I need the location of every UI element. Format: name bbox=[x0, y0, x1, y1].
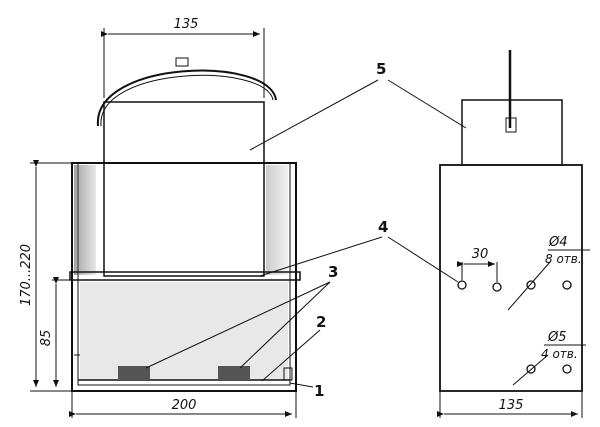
vent-hole bbox=[562, 364, 572, 374]
side-lug bbox=[283, 367, 293, 381]
side-pot bbox=[461, 99, 563, 166]
cooking-pot bbox=[103, 101, 265, 277]
upper-hole-count: 8 отв. bbox=[545, 252, 582, 266]
pot-handle-inner bbox=[100, 74, 274, 127]
callout-5-leader-a bbox=[249, 79, 379, 151]
hole-note-leader-lower bbox=[512, 354, 549, 386]
fuel-tablet-right bbox=[218, 366, 250, 380]
callout-4-leader-b bbox=[387, 236, 459, 283]
stove-front-view bbox=[69, 57, 301, 392]
callout-2: 2 bbox=[316, 313, 326, 331]
vent-hole bbox=[526, 364, 536, 374]
pot-support-shelf bbox=[69, 271, 301, 281]
vent-hole bbox=[457, 280, 467, 290]
hole-notes: Ø4 8 отв. Ø5 4 отв. bbox=[541, 235, 582, 361]
callout-4-leader-a bbox=[259, 236, 383, 277]
base-height-label: 85 bbox=[39, 330, 54, 347]
wall-shading-right bbox=[266, 165, 288, 275]
vent-hole bbox=[492, 282, 502, 292]
upper-hole-diameter: Ø4 bbox=[548, 235, 568, 250]
callout-1-leader bbox=[289, 382, 314, 388]
pot-handle bbox=[96, 69, 277, 127]
vent-hole bbox=[526, 280, 536, 290]
stove-side-view bbox=[439, 50, 590, 392]
callout-4: 4 bbox=[378, 218, 388, 236]
callouts: 1 2 3 4 5 bbox=[145, 60, 467, 400]
fuel-tablet-left bbox=[118, 366, 150, 380]
callout-3-leader-a bbox=[145, 281, 331, 369]
callout-3-leader-b bbox=[239, 281, 331, 369]
wall-shading-left bbox=[74, 165, 96, 275]
base-width-label: 200 bbox=[172, 398, 197, 413]
callout-5-leader-b bbox=[387, 79, 467, 129]
pot-handle-clip bbox=[175, 57, 189, 67]
lower-hole-diameter: Ø5 bbox=[547, 330, 567, 345]
hole-note-leader-upper bbox=[507, 261, 551, 311]
lower-chamber-fill bbox=[80, 282, 288, 380]
callout-3: 3 bbox=[328, 263, 338, 281]
callout-2-leader bbox=[261, 329, 321, 382]
top-width-label: 135 bbox=[174, 17, 199, 32]
callout-1: 1 bbox=[314, 382, 324, 400]
total-height-label: 170...220 bbox=[19, 244, 34, 306]
hole-spacing-label: 30 bbox=[472, 247, 489, 262]
callout-5: 5 bbox=[376, 60, 386, 78]
vent-hole bbox=[562, 280, 572, 290]
side-handle-clip bbox=[505, 117, 517, 133]
dimensions: 135 170...220 85 200 135 30 bbox=[19, 17, 583, 418]
lower-hole-count: 4 отв. bbox=[541, 347, 578, 361]
side-width-label: 135 bbox=[499, 398, 524, 413]
